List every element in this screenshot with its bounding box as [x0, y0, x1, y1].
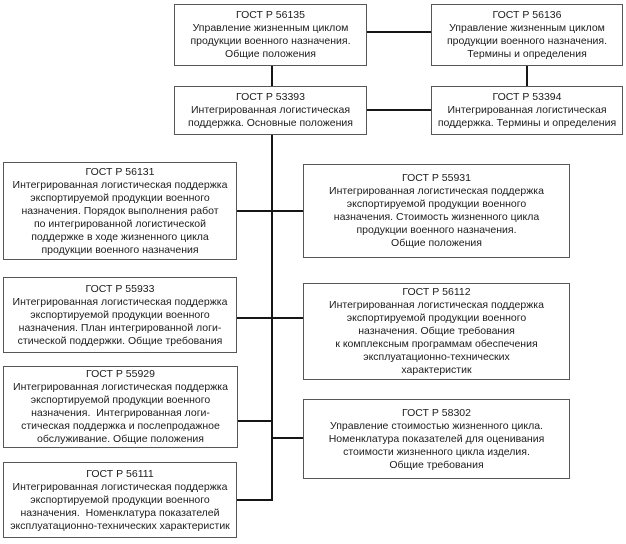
node-code: ГОСТ Р 56111 — [86, 467, 154, 480]
node-code: ГОСТ Р 58302 — [402, 406, 471, 419]
connector-55933-56112 — [237, 317, 303, 319]
node-gost-r-55933: ГОСТ Р 55933 Интегрированная логистическ… — [3, 277, 237, 353]
node-gost-r-53394: ГОСТ Р 53394 Интегрированная логистическ… — [431, 86, 623, 135]
node-body: Управление жизненным циклом продукции во… — [446, 22, 608, 60]
node-body: Интегрированная логистическая поддержка … — [12, 295, 228, 347]
connector-56135-53393 — [271, 66, 273, 86]
node-code: ГОСТ Р 53393 — [236, 91, 305, 103]
connector-trunk-58302 — [271, 437, 303, 439]
node-gost-r-56112: ГОСТ Р 56112 Интегрированная логистическ… — [303, 283, 570, 380]
node-code: ГОСТ Р 56135 — [236, 9, 305, 21]
node-gost-r-56111: ГОСТ Р 56111 Интегрированная логистическ… — [3, 462, 237, 538]
connector-56111-trunk — [237, 499, 273, 501]
node-code: ГОСТ Р 56136 — [492, 9, 562, 21]
node-gost-r-56131: ГОСТ Р 56131 Интегрированная логистическ… — [3, 162, 237, 260]
node-gost-r-56135: ГОСТ Р 56135 Управление жизненным циклом… — [174, 4, 367, 66]
node-body: Интегрированная логистическая поддержка … — [329, 299, 544, 376]
node-body: Интегрированная логистическая поддержка … — [10, 480, 230, 532]
node-code: ГОСТ Р 55931 — [402, 172, 471, 184]
node-code: ГОСТ Р 55929 — [86, 368, 155, 380]
connector-56135-56136 — [367, 31, 431, 33]
node-body: Интегрированная логистическая поддержка.… — [188, 104, 353, 129]
connector-56136-53394 — [526, 66, 528, 86]
node-gost-r-55929: ГОСТ Р 55929 Интегрированная логистическ… — [3, 366, 238, 448]
node-code: ГОСТ Р 53394 — [492, 91, 562, 103]
node-body: Интегрированная логистическая поддержка … — [13, 381, 228, 445]
node-gost-r-56136: ГОСТ Р 56136 Управление жизненным циклом… — [431, 4, 623, 66]
connector-53393-53394 — [367, 109, 431, 111]
node-code: ГОСТ Р 55933 — [85, 282, 155, 295]
node-gost-r-53393: ГОСТ Р 53393 Интегрированная логистическ… — [174, 86, 367, 135]
node-code: ГОСТ Р 56131 — [85, 165, 155, 178]
node-gost-r-58302: ГОСТ Р 58302 Управление стоимостью жизне… — [303, 399, 570, 479]
node-body: Управление стоимостью жизненного цикла. … — [328, 419, 545, 471]
connector-56131-55931 — [237, 210, 303, 212]
node-gost-r-55931: ГОСТ Р 55931 Интегрированная логистическ… — [303, 164, 570, 258]
connector-55929-trunk — [238, 420, 273, 422]
node-body: Интегрированная логистическая поддержка.… — [437, 104, 617, 129]
node-body: Управление жизненным циклом продукции во… — [190, 22, 351, 60]
node-body: Интегрированная логистическая поддержка … — [12, 178, 228, 256]
node-code: ГОСТ Р 56112 — [402, 286, 471, 298]
node-body: Интегрированная логистическая поддержка … — [329, 185, 544, 249]
